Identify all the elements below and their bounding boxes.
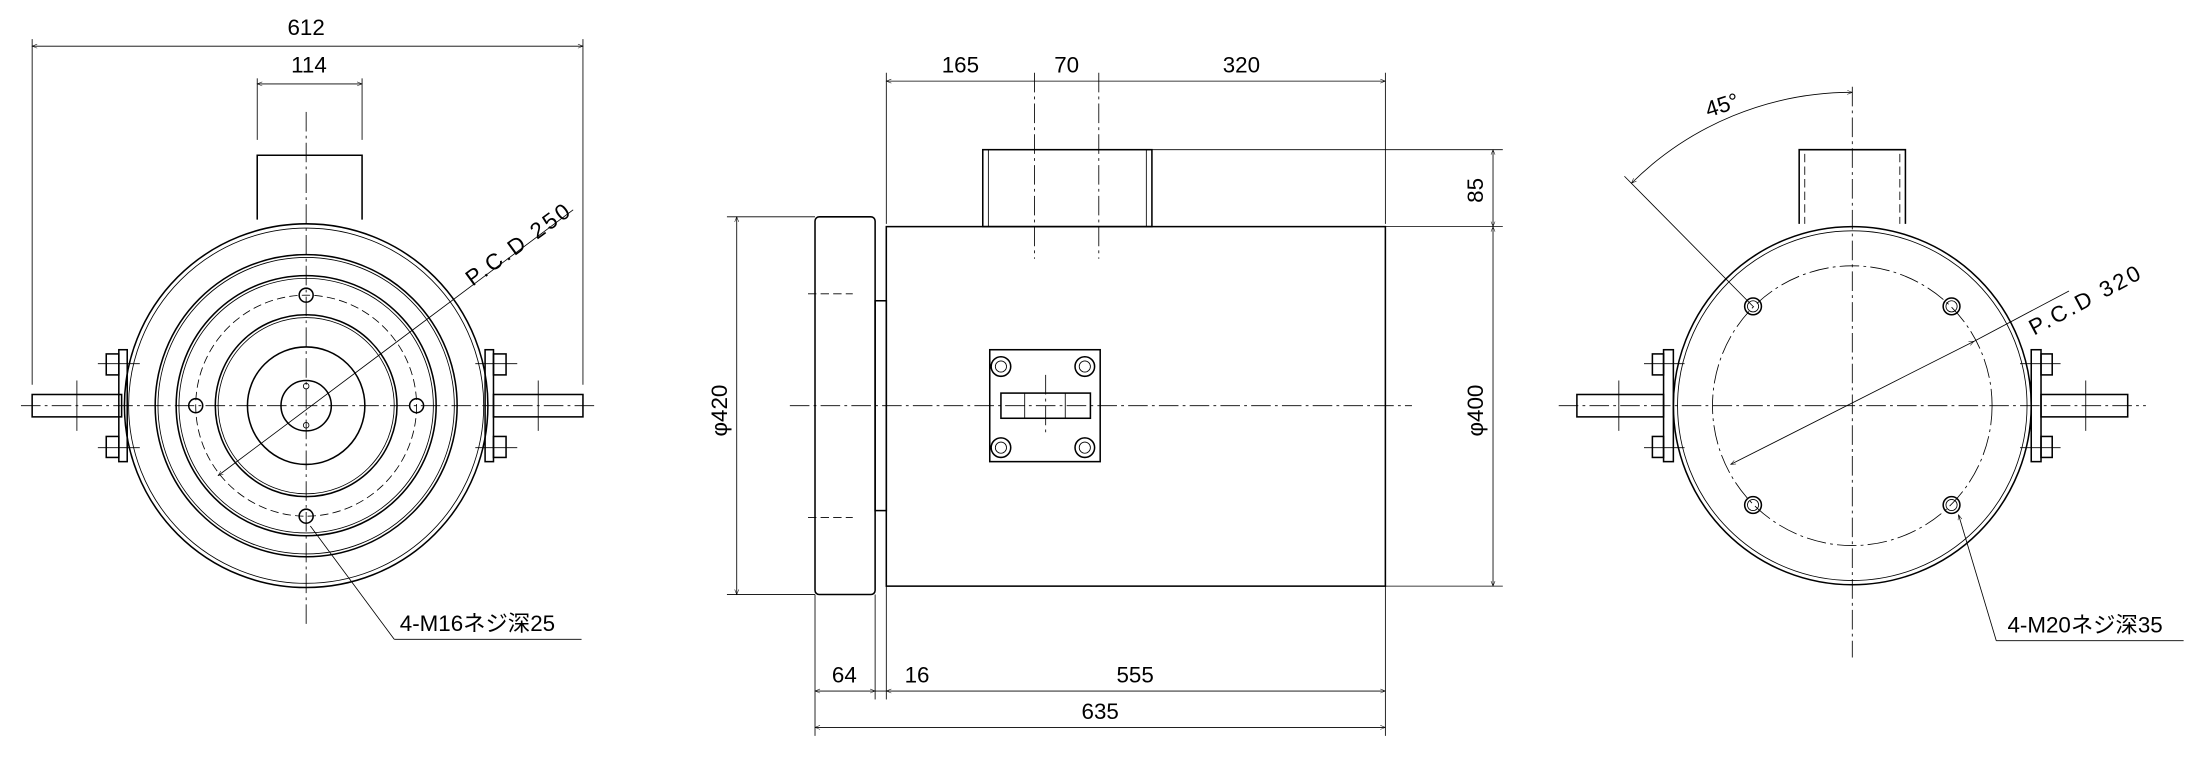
dim-phi-420: φ420 (707, 385, 732, 437)
dim-114: 114 (291, 53, 327, 78)
body (885, 225, 1387, 587)
rear-view: 45° P.C.D 320 4-M20ネジ深35 (1558, 86, 2184, 658)
dim-85: 85 (1463, 178, 1488, 203)
dim-phi-400: φ400 (1463, 385, 1488, 437)
dim-555: 555 (1116, 663, 1153, 688)
dim-16: 16 (905, 663, 930, 688)
dim-635: 635 (1082, 699, 1119, 724)
front-view: 612 114 (20, 15, 595, 640)
pcd-320-label: P.C.D 320 (2025, 259, 2147, 340)
thread-note-m16: 4-M16ネジ深25 (400, 611, 555, 636)
pipe (981, 148, 1153, 228)
dim-64: 64 (832, 663, 857, 688)
dim-612: 612 (288, 15, 325, 40)
pipe-outline (256, 154, 363, 220)
mounting-holes-m20 (1743, 297, 1961, 515)
angle-45-label: 45° (1702, 88, 1742, 122)
dim-165: 165 (942, 53, 979, 78)
dim-320: 320 (1223, 53, 1260, 78)
pcd-250-label: P.C.D 250 (461, 197, 577, 291)
side-view: 165 70 320 85 φ400 φ420 64 16 555 635 (707, 53, 1503, 736)
thread-note-m20: 4-M20ネジ深35 (2007, 612, 2162, 637)
dim-70: 70 (1054, 53, 1079, 78)
